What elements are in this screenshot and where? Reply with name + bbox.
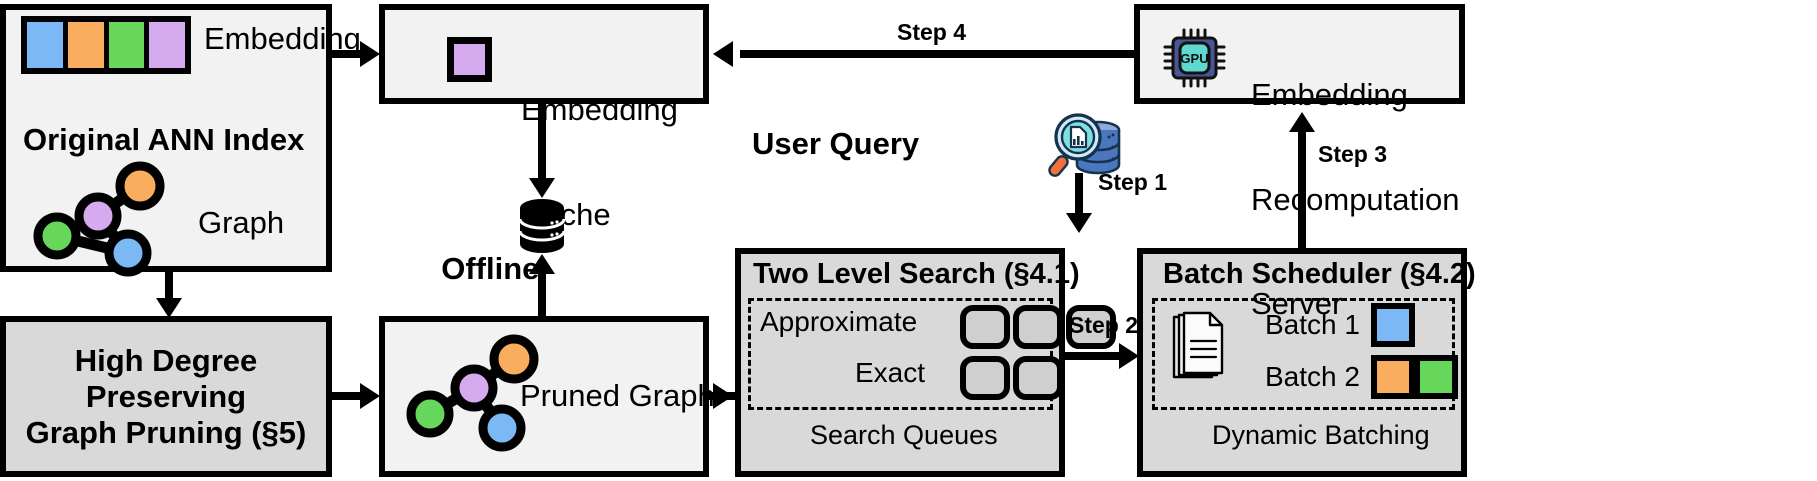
arrow-pruning-to-prunedgraph-head xyxy=(360,383,380,409)
two-level-search-title: Two Level Search (§4.1) xyxy=(753,258,1080,290)
exact-row-label: Exact xyxy=(855,357,926,388)
arrow-cache-to-storage-head xyxy=(529,178,555,198)
arrow-index-to-pruning-line xyxy=(165,272,173,300)
recompute-server-box xyxy=(1134,4,1465,104)
recompute-server-line2: Recomputation xyxy=(1251,181,1460,217)
arrow-step1-head xyxy=(1066,213,1092,233)
magnifier-over-database-icon xyxy=(1047,110,1125,180)
user-query-label: User Query xyxy=(752,126,920,161)
arrow-step3-head xyxy=(1289,112,1315,132)
pruned-graph-icon xyxy=(404,334,544,452)
approximate-slot-2[interactable] xyxy=(1013,305,1063,349)
documents-stack-icon xyxy=(1169,311,1229,383)
graph-pruning-line1: High Degree Preserving xyxy=(74,342,258,414)
recompute-server-line1: Embedding xyxy=(1251,77,1408,113)
embedding-label: Embedding xyxy=(204,21,361,56)
embedding-swatch-green xyxy=(108,22,145,68)
approximate-slot-1[interactable] xyxy=(960,305,1010,349)
offline-storage-line1: Offline xyxy=(441,251,540,287)
step1-label: Step 1 xyxy=(1098,169,1168,195)
arrow-cache-to-storage-line xyxy=(538,104,546,180)
arrow-step2-head xyxy=(1119,343,1139,369)
graph-pruning-box: High Degree Preserving Graph Pruning (§5… xyxy=(0,316,332,477)
batch-row-2: Batch 2 xyxy=(1265,355,1458,399)
original-ann-index-title: Original ANN Index xyxy=(23,122,305,157)
embedding-cache-icon xyxy=(447,37,492,82)
approximate-row-label: Approximate xyxy=(760,306,918,337)
arrow-step2-line xyxy=(1065,352,1123,360)
arrow-prunedgraph-to-search-head xyxy=(713,383,733,409)
step2-label: Step 2 xyxy=(1069,312,1139,338)
batch-1-label: Batch 1 xyxy=(1265,309,1360,340)
embedding-cache-line1: Embedding xyxy=(521,92,678,128)
recompute-server-label: Embedding Recomputation Server xyxy=(1251,9,1460,391)
search-queues-panel xyxy=(748,298,1053,410)
arrow-prunedgraph-to-storage-line xyxy=(538,272,546,322)
dynamic-batching-footer: Dynamic Batching xyxy=(1212,420,1430,450)
arrow-index-to-pruning-head xyxy=(156,298,182,318)
approximate-slot-3[interactable] xyxy=(1066,305,1116,349)
embedding-swatch-strip xyxy=(21,16,191,74)
arrow-prunedgraph-to-storage-head xyxy=(529,254,555,274)
embedding-swatch-orange xyxy=(67,22,104,68)
step3-label: Step 3 xyxy=(1318,141,1388,167)
batch-scheduler-title: Batch Scheduler (§4.2) xyxy=(1163,258,1476,290)
gpu-icon-text: GPU xyxy=(1180,51,1208,66)
arrow-step4-head xyxy=(713,41,733,67)
two-level-search-box xyxy=(735,248,1065,477)
exact-slot-1[interactable] xyxy=(960,356,1010,400)
database-cylinder-icon xyxy=(519,198,565,254)
batch-2-square-orange xyxy=(1370,355,1415,399)
arrow-step3-line xyxy=(1298,130,1306,248)
embedding-cache-box xyxy=(379,4,709,104)
arrow-index-to-cache-line xyxy=(332,50,364,58)
batch-2-label: Batch 2 xyxy=(1265,361,1360,392)
embedding-swatch-purple xyxy=(149,22,185,68)
step4-label: Step 4 xyxy=(897,19,967,45)
embedding-swatch-blue xyxy=(27,22,63,68)
search-queues-footer: Search Queues xyxy=(810,420,998,450)
approximate-slots xyxy=(960,305,1116,349)
exact-slots xyxy=(960,356,1063,400)
original-graph-label: Graph xyxy=(198,205,285,240)
batch-row-1: Batch 1 xyxy=(1265,303,1415,347)
exact-slot-2[interactable] xyxy=(1013,356,1063,400)
arrow-step4-line xyxy=(740,50,1138,58)
arrow-index-to-cache-head xyxy=(360,41,380,67)
original-graph-icon xyxy=(33,161,175,277)
batch-2-square-green xyxy=(1413,355,1458,399)
gpu-chip-icon: GPU xyxy=(1163,28,1229,88)
pruned-graph-label: Pruned Graph xyxy=(520,378,715,413)
batch-1-square-blue xyxy=(1370,303,1415,347)
arrow-step1-line xyxy=(1075,173,1083,215)
dynamic-batching-panel xyxy=(1152,298,1455,410)
recompute-server-line3: Server xyxy=(1251,285,1343,321)
arrow-pruning-to-prunedgraph-line xyxy=(332,392,364,400)
graph-pruning-line2: Graph Pruning (§5) xyxy=(25,414,307,450)
embedding-cache-label: Embedding Cache xyxy=(521,24,678,302)
